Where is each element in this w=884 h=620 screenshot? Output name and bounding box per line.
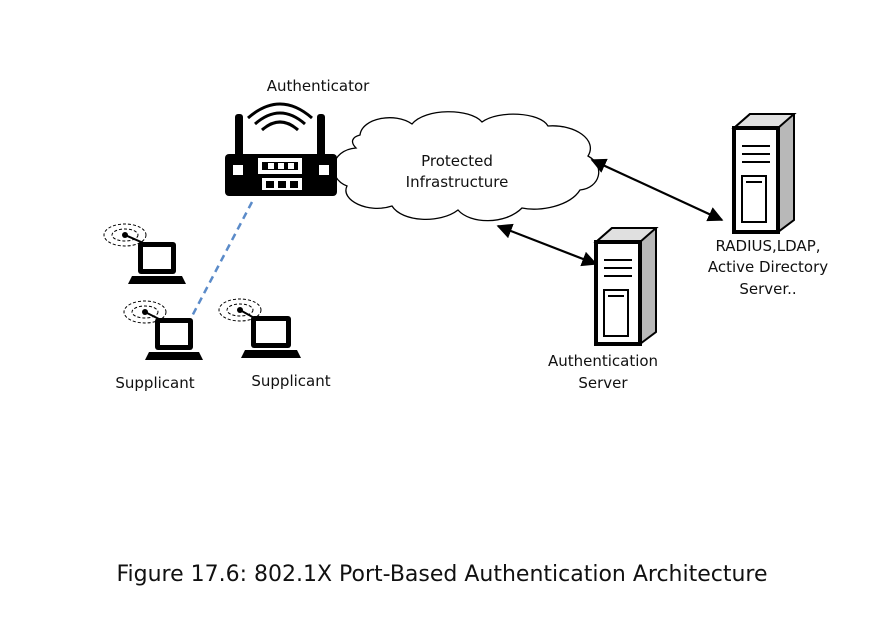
auth-server-label-line2: Server xyxy=(578,374,628,392)
cloud-to-auth-server-arrow xyxy=(496,223,598,267)
supplicant-laptop-icon-linked xyxy=(123,300,203,360)
router-icon xyxy=(225,102,337,196)
supplicant-right-label: Supplicant xyxy=(251,372,331,390)
cloud-to-directory-arrow xyxy=(590,158,724,222)
supplicant-laptop-icon xyxy=(103,223,186,284)
cloud-label-line1: Protected xyxy=(421,152,493,170)
authenticator-label: Authenticator xyxy=(266,77,370,95)
wireless-link xyxy=(188,201,254,321)
figure-caption: Figure 17.6: 802.1X Port-Based Authentic… xyxy=(116,562,768,587)
protected-infrastructure-cloud xyxy=(332,111,600,222)
authentication-server-icon xyxy=(593,227,659,346)
auth-server-label-line1: Authentication xyxy=(547,352,659,370)
directory-label-line3: Server.. xyxy=(739,280,797,298)
directory-label-line1: RADIUS,LDAP, xyxy=(715,237,821,255)
directory-server-icon xyxy=(731,113,797,234)
supplicant-left-label: Supplicant xyxy=(115,374,195,392)
cloud-label-line2: Infrastructure xyxy=(405,173,509,191)
directory-label-line2: Active Directory xyxy=(707,258,829,276)
supplicant-laptop-icon-right xyxy=(218,298,301,358)
